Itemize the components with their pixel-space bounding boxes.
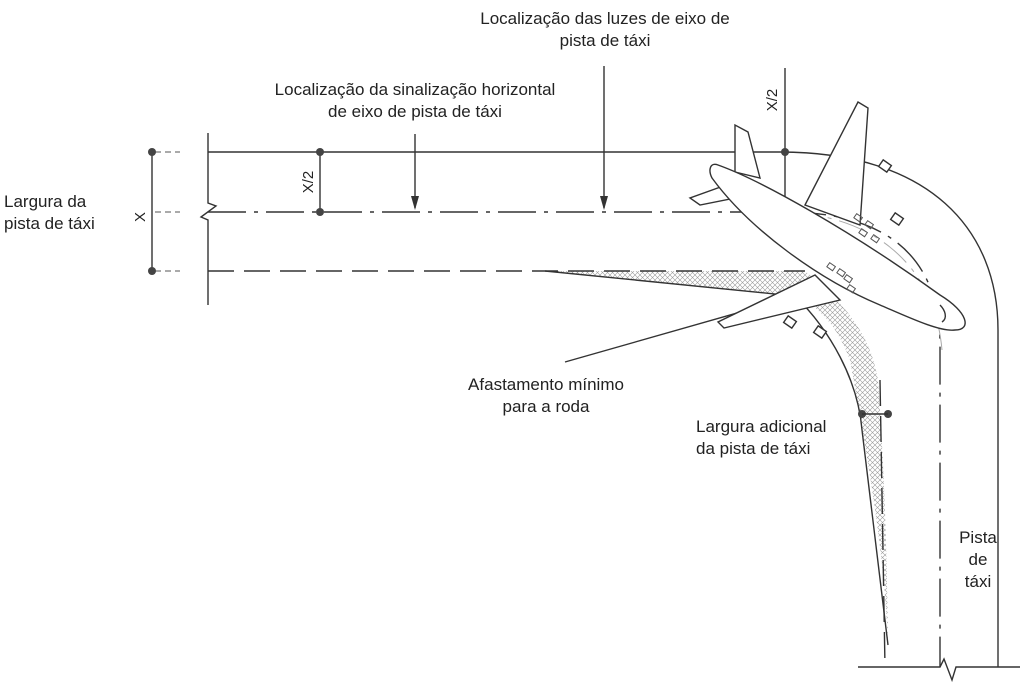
lights-centerline-curve [789,211,943,351]
label-taxiway-width: Largura da pista de táxi [4,191,122,235]
dim-dot [316,208,324,216]
break-line-left [199,133,218,305]
label-line: Afastamento mínimo [468,375,624,394]
label-line: Largura da [4,192,87,211]
label-line: para a roda [502,397,590,416]
label-line: Largura adicional [696,417,827,436]
dim-label-x: X [132,212,149,222]
label-line: de [968,550,988,569]
marking-arrowhead [411,196,419,210]
label-line: pista de táxi [559,31,651,50]
airplane-icon [688,101,966,340]
label-line: Localização das luzes de eixo de [480,9,730,28]
dim-label-x-half-left: X/2 [300,171,317,194]
label-additional-width: Largura adicional da pista de táxi [696,416,856,460]
label-taxiway: Pista de táxi [948,527,1008,593]
dim-dot [148,267,156,275]
dim-dot [148,148,156,156]
label-line: da pista de táxi [696,439,811,458]
break-line-bottom [858,657,1020,683]
dim-dot [316,148,324,156]
taxiway-edge-outer [208,151,999,667]
lights-arrowhead [600,196,608,210]
label-marking-location: Localização da sinalização horizontal de… [240,79,590,123]
label-line: Localização da sinalização horizontal [274,80,556,99]
label-line: de eixo de pista de táxi [328,102,502,121]
label-lights-location: Localização das luzes de eixo de pista d… [450,8,760,52]
dim-dot [781,148,789,156]
label-line: táxi [964,572,992,591]
taxiway-edge-inner-vertical [879,379,886,668]
label-line: Pista [959,528,997,547]
dim-label-x-half-right: X/2 [764,89,781,112]
label-min-wheel-clearance: Afastamento mínimo para a roda [456,374,636,418]
label-line: pista de táxi [4,214,95,233]
